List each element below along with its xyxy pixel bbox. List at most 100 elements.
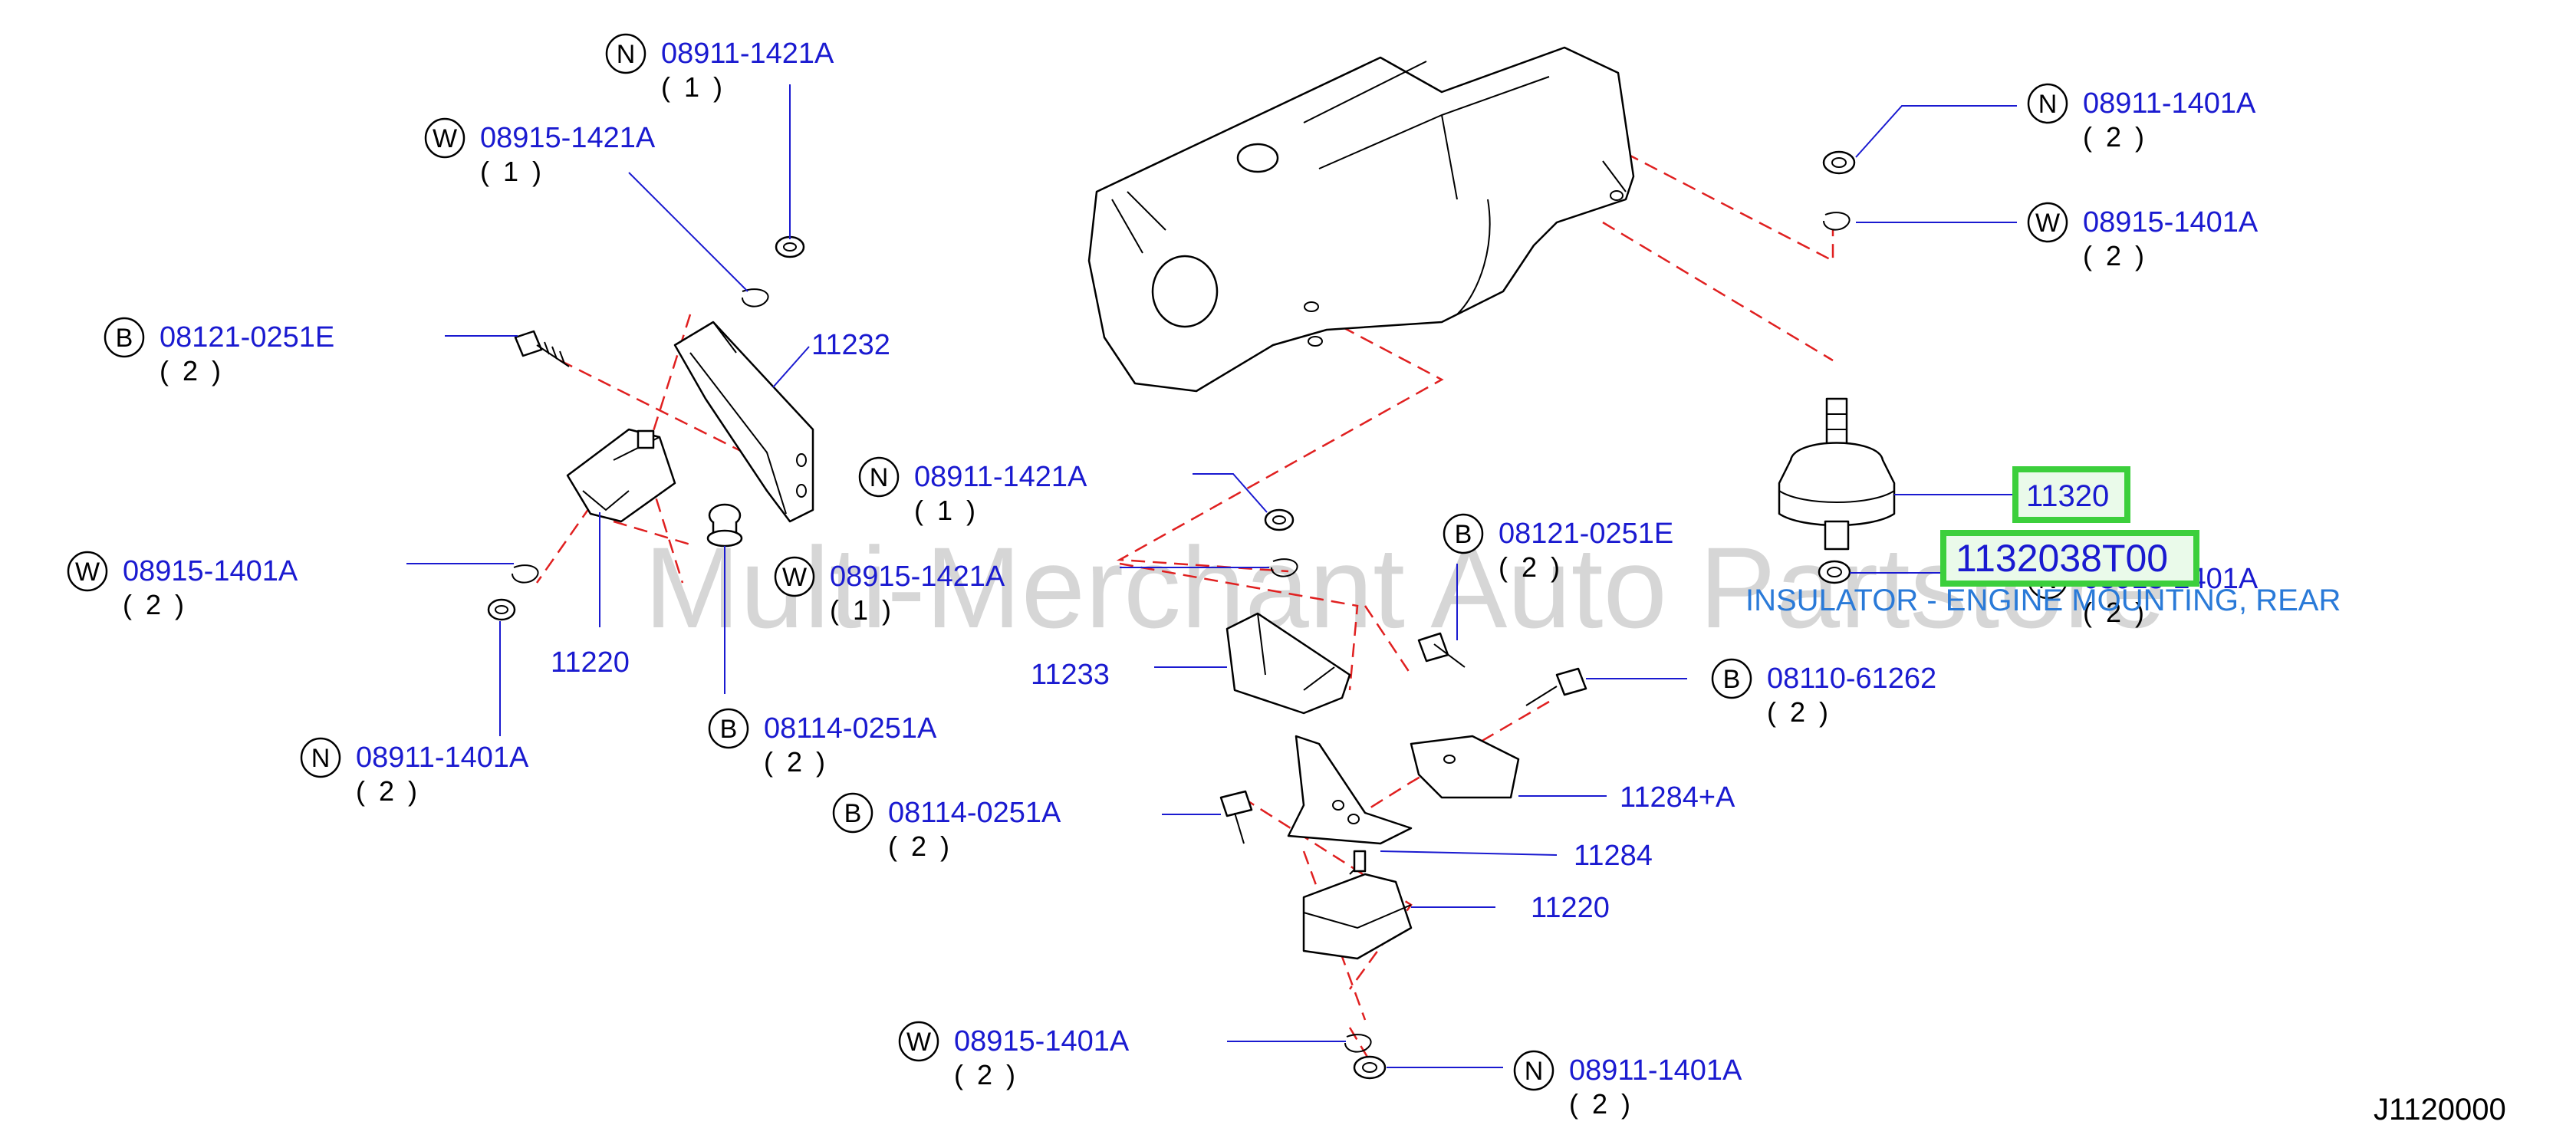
highlight-part-number[interactable]: 11320 [2026,479,2109,513]
part-label-11232[interactable]: 11232 [811,329,890,361]
callout-part-number[interactable]: 08915-1421A [480,122,656,154]
washer-badge-icon [67,551,108,592]
callout-letter: N [617,40,636,69]
nut-badge-icon [300,737,341,778]
part-label-11284-plus-a[interactable]: 11284+A [1620,781,1735,814]
callout-quantity: ( 2 ) [2083,240,2147,271]
nut-badge-icon [605,33,646,74]
callout-letter: W [2035,209,2060,238]
callout-part-number[interactable]: 08911-1421A [914,461,1087,493]
washer-badge-icon [424,117,466,159]
highlight-box-long [1940,530,2199,587]
callout-part-number[interactable]: 08915-1401A [954,1025,1130,1057]
callout-part-number[interactable]: 08911-1401A [1569,1054,1742,1087]
callout-quantity: ( 2 ) [123,589,187,620]
callout-quantity: ( 2 ) [1499,551,1563,583]
callout-part-number[interactable]: 08114-0251A [764,712,937,745]
callout-quantity: ( 2 ) [954,1059,1018,1090]
left-mount-bracket-11232 [673,321,814,523]
highlighted-full-part-number[interactable]: 1132038T00 [1940,530,2199,587]
callout-quantity: ( 1 ) [830,594,894,626]
part-label-11284[interactable]: 11284 [1574,840,1653,872]
callout-08911-1421A-center[interactable]: N 08911-1421A ( 1 ) [858,456,1087,526]
callout-part-number[interactable]: 08915-1401A [123,555,298,587]
callout-08114-0251A-center[interactable]: B 08114-0251A ( 2 ) [832,792,1061,862]
rear-insulator-11320 [1778,397,1896,551]
callout-part-number[interactable]: 08915-1401A [2083,206,2259,238]
rear-nut-washer [1818,150,1856,584]
callout-quantity: ( 2 ) [2083,121,2147,153]
callout-letter: N [870,463,889,492]
callout-08911-1401A-right[interactable]: N 08911-1401A ( 2 ) [2027,83,2256,153]
callout-quantity: ( 2 ) [2083,597,2147,628]
callout-quantity: ( 2 ) [160,355,224,386]
part-label-11220-left[interactable]: 11220 [551,646,630,679]
callout-08911-1421A-top[interactable]: N 08911-1421A ( 1 ) [605,33,834,103]
washer-badge-icon [2027,202,2068,243]
callout-08915-1421A-center[interactable]: W 08915-1421A ( 1 ) [774,556,1005,626]
washer-badge-icon [898,1021,939,1062]
callout-letter: W [906,1028,931,1057]
callout-08915-1401A-bottom[interactable]: W 08915-1401A ( 2 ) [898,1021,1130,1090]
bolt-badge-icon [1711,658,1752,699]
callout-letter: B [116,324,133,353]
callout-letter: N [311,744,331,773]
callout-08915-1401A-right[interactable]: W 08915-1401A ( 2 ) [2027,202,2259,271]
callout-letter: W [433,124,457,153]
bracket-11284 [1287,735,1413,845]
callout-letter: W [75,557,100,587]
callout-08121-0251E-center[interactable]: B 08121-0251E ( 2 ) [1443,513,1673,583]
callout-quantity: ( 1 ) [661,71,725,103]
callout-quantity: ( 2 ) [1767,696,1831,728]
callout-08121-0251E-left[interactable]: B 08121-0251E ( 2 ) [104,317,334,386]
callout-letter: N [2038,90,2058,119]
callout-part-number[interactable]: 08121-0251E [1499,518,1673,550]
callout-letter: B [1723,665,1741,694]
callout-quantity: ( 2 ) [1569,1088,1633,1120]
left-nut-washer [487,235,805,621]
part-label-11220-center[interactable]: 11220 [1531,892,1610,924]
center-bracket-11233 [1225,612,1351,715]
left-stud-08114 [706,503,743,548]
callout-part-number[interactable]: 08911-1421A [661,38,834,70]
callout-part-number[interactable]: 08121-0251E [160,321,334,354]
callout-part-number[interactable]: 08911-1401A [356,742,529,774]
callout-quantity: ( 1 ) [914,495,979,526]
callout-part-number[interactable]: 08911-1401A [2083,87,2256,120]
callout-part-number[interactable]: 08915-1421A [830,561,1005,593]
callout-08915-1421A-top[interactable]: W 08915-1421A ( 1 ) [424,117,656,187]
nut-badge-icon [1513,1050,1554,1091]
callout-part-number[interactable]: 08110-61262 [1767,663,1936,695]
callout-08915-1401A-left[interactable]: W 08915-1401A ( 2 ) [67,551,298,620]
center-bolt-08121 [1417,632,1466,668]
callout-08911-1401A-left[interactable]: N 08911-1401A ( 2 ) [300,737,529,807]
callout-letter: W [782,563,807,592]
callout-quantity: ( 2 ) [764,746,828,778]
bottom-washer-nut [1344,1034,1387,1080]
callout-letter: B [1455,520,1472,549]
left-bolt-08121 [514,330,570,367]
bolt-badge-icon [832,792,873,834]
callout-08110-61262[interactable]: B 08110-61262 ( 2 ) [1711,658,1936,728]
callout-quantity: ( 2 ) [888,830,952,862]
callout-08114-0251A-left[interactable]: B 08114-0251A ( 2 ) [708,708,937,778]
center-bolt-08110 [1525,667,1587,706]
highlight-full-part-number[interactable]: 1132038T00 [1956,537,2168,580]
diagram-code: J1120000 [2374,1093,2506,1126]
callout-quantity: ( 2 ) [356,775,420,807]
callout-quantity: ( 1 ) [480,156,544,187]
callout-part-number[interactable]: 08114-0251A [888,797,1061,829]
highlighted-part-11320[interactable]: 11320 [2012,466,2130,523]
bracket-11284-plus-a [1410,735,1520,799]
engine-block-illustration [1087,46,1635,393]
nut-badge-icon [858,456,900,498]
callout-letter: N [1525,1057,1544,1086]
center-washer-nut [1264,508,1298,577]
part-label-11233[interactable]: 11233 [1031,659,1110,691]
callout-08911-1401A-bottom[interactable]: N 08911-1401A ( 2 ) [1513,1050,1742,1120]
callout-letter: B [720,715,738,744]
highlight-part-description: INSULATOR - ENGINE MOUNTING, REAR [1745,584,2341,617]
washer-badge-icon [774,556,815,597]
